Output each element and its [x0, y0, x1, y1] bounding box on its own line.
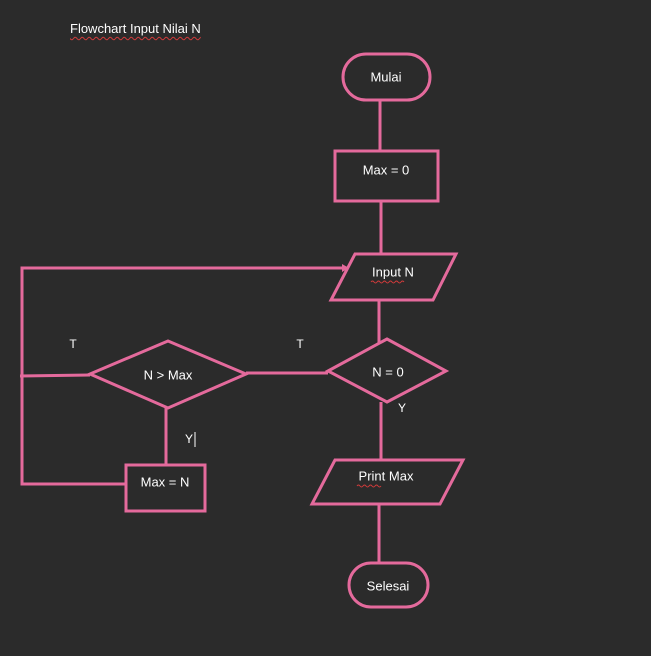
process-shape [124, 463, 207, 513]
node-assign-label: Max = N [141, 474, 190, 489]
spellcheck-underline [356, 484, 382, 488]
decision-shape [86, 339, 250, 410]
spellcheck-underline [370, 280, 405, 284]
node-init-label: Max = 0 [363, 162, 410, 177]
terminator-shape [341, 52, 432, 102]
node-output-label: Print Max [359, 468, 414, 483]
node-compare-label: N > Max [144, 367, 193, 382]
node-compare: N > Max [86, 339, 250, 410]
connectors [19, 101, 383, 562]
edge-label-zero-false: T [296, 337, 304, 351]
edge-label-zero-true: Y [398, 401, 406, 415]
node-input-label: Input N [372, 264, 414, 279]
node-output: Print Max [309, 458, 466, 506]
node-assign: Max = N [124, 463, 207, 513]
node-start-label: Mulai [370, 69, 401, 84]
edge-label-compare-false: T [69, 337, 77, 351]
node-check-zero-label: N = 0 [372, 364, 403, 379]
terminator-shape [347, 561, 430, 609]
document-title: Flowchart Input Nilai N [70, 21, 201, 36]
node-start: Mulai [341, 52, 432, 102]
node-init: Max = 0 [333, 149, 440, 203]
decision-shape [324, 337, 450, 404]
edge-label-compare-true: Y [185, 432, 193, 446]
node-end: Selesai [347, 561, 430, 609]
process-shape [333, 149, 440, 203]
io-shape [309, 458, 466, 506]
io-shape [328, 252, 459, 302]
connector-loop-back [20, 264, 349, 486]
node-input: Input N [328, 252, 459, 302]
node-end-label: Selesai [367, 578, 410, 593]
connector-compare-loop [19, 373, 91, 378]
node-check-zero: N = 0 [324, 337, 450, 404]
